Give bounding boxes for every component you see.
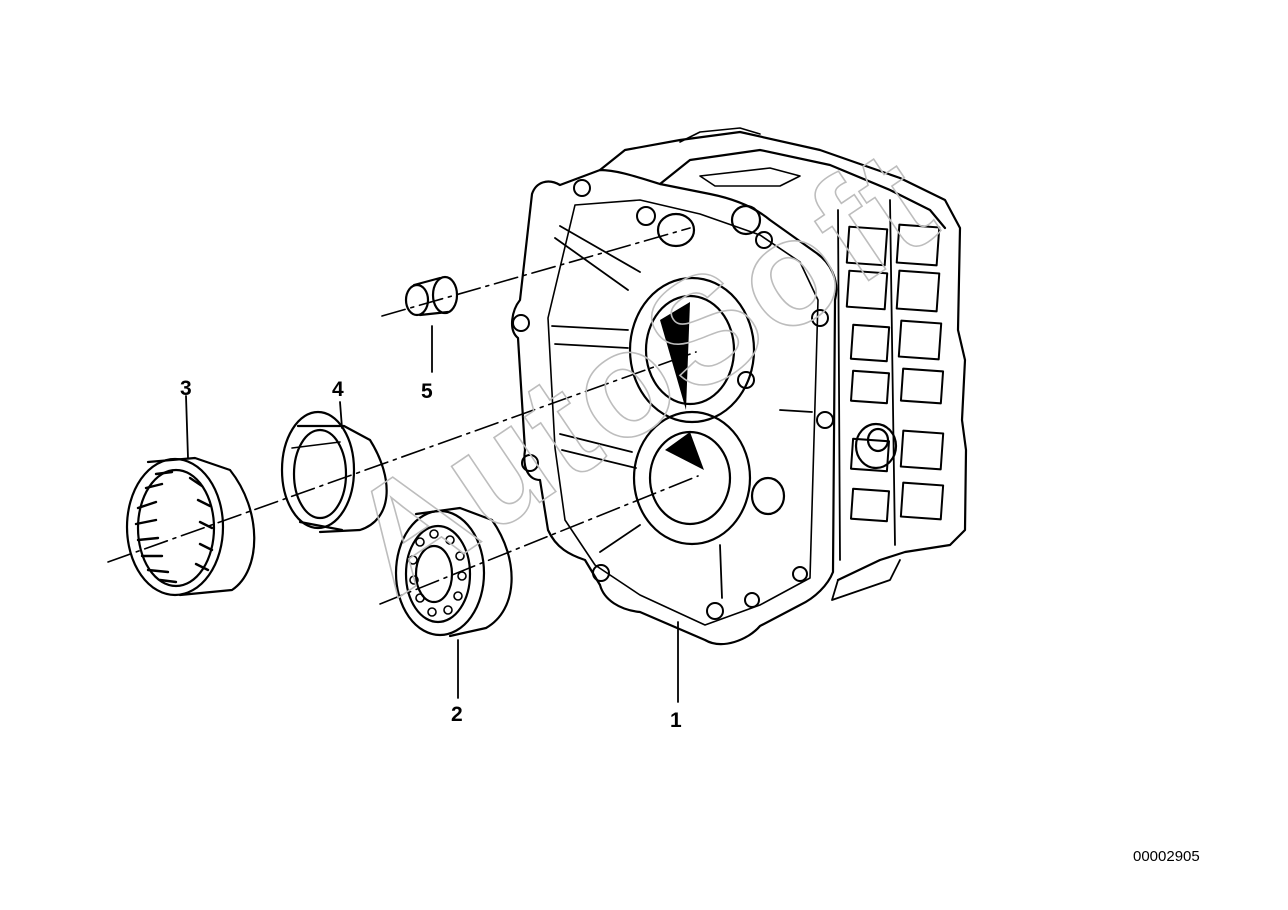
transmission-housing [511, 127, 968, 646]
sleeve-part-4 [280, 410, 388, 534]
ball-bearing-part-2 [394, 506, 513, 638]
axis-lines [107, 227, 699, 605]
bush-part-5 [404, 275, 459, 317]
callout-4: 4 [332, 378, 344, 401]
drawing-number: 00002905 [1133, 848, 1200, 865]
leader-lines [185, 325, 679, 703]
callout-2: 2 [451, 703, 463, 726]
callout-3: 3 [180, 377, 192, 400]
callout-5: 5 [421, 380, 433, 403]
roller-bearing-part-3 [125, 456, 256, 597]
callout-1: 1 [670, 709, 682, 732]
